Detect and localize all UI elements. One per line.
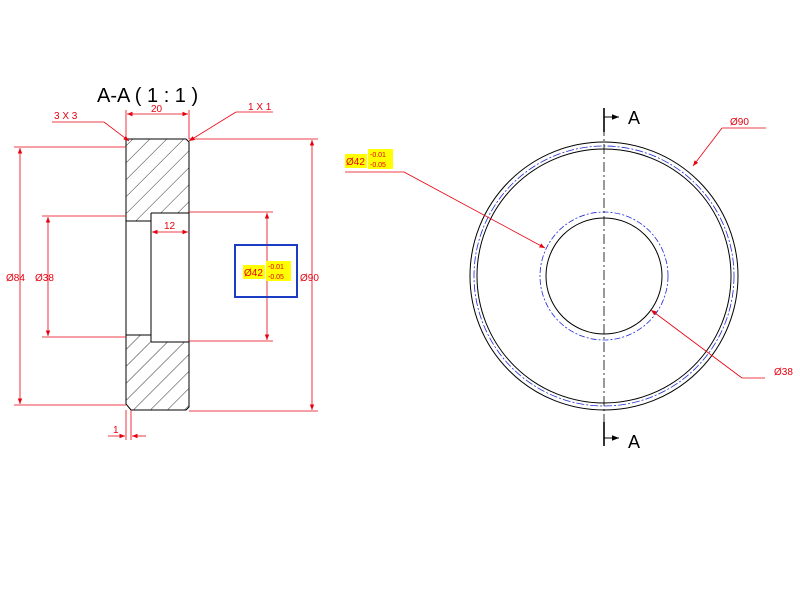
- width-dimension-label: 20: [151, 104, 163, 115]
- diameter-42-label: Ø42: [244, 268, 263, 279]
- diameter-38-label: Ø38: [35, 273, 54, 284]
- chamfer-left-label: 3 X 3: [54, 111, 78, 122]
- section-body: [125, 138, 190, 411]
- diameter-90-label: Ø90: [300, 273, 319, 284]
- step-dimension-label: 1: [113, 425, 119, 436]
- chamfer-right-label: 1 X 1: [248, 102, 272, 113]
- section-label-top: A: [628, 108, 640, 128]
- front-tolerance-upper-label: -0.01: [370, 152, 386, 159]
- front-diameter-38-label: Ø38: [774, 367, 793, 378]
- tolerance-lower-label: -0.05: [268, 274, 284, 281]
- front-diameter-42-callout[interactable]: Ø42 -0.01 -0.05: [345, 149, 393, 169]
- front-leaders: [345, 127, 766, 379]
- bore-depth-dimension-label: 12: [164, 221, 176, 232]
- front-tolerance-lower-label: -0.05: [370, 162, 386, 169]
- diameter-84-label: Ø84: [6, 273, 25, 284]
- section-label-bottom: A: [628, 432, 640, 452]
- selected-dimension-box[interactable]: Ø42 -0.01 -0.05: [234, 244, 298, 298]
- front-view: A A Ø90 Ø38 Ø42 -0.01 -0.05: [345, 108, 793, 452]
- section-extension-lines: [14, 110, 318, 440]
- tolerance-upper-label: -0.01: [268, 264, 284, 271]
- section-view: A-A ( 1 : 1 ): [6, 85, 319, 440]
- front-diameter-90-label: Ø90: [730, 117, 749, 128]
- front-diameter-42-label: Ø42: [346, 157, 365, 168]
- section-view-title: A-A ( 1 : 1 ): [97, 85, 198, 107]
